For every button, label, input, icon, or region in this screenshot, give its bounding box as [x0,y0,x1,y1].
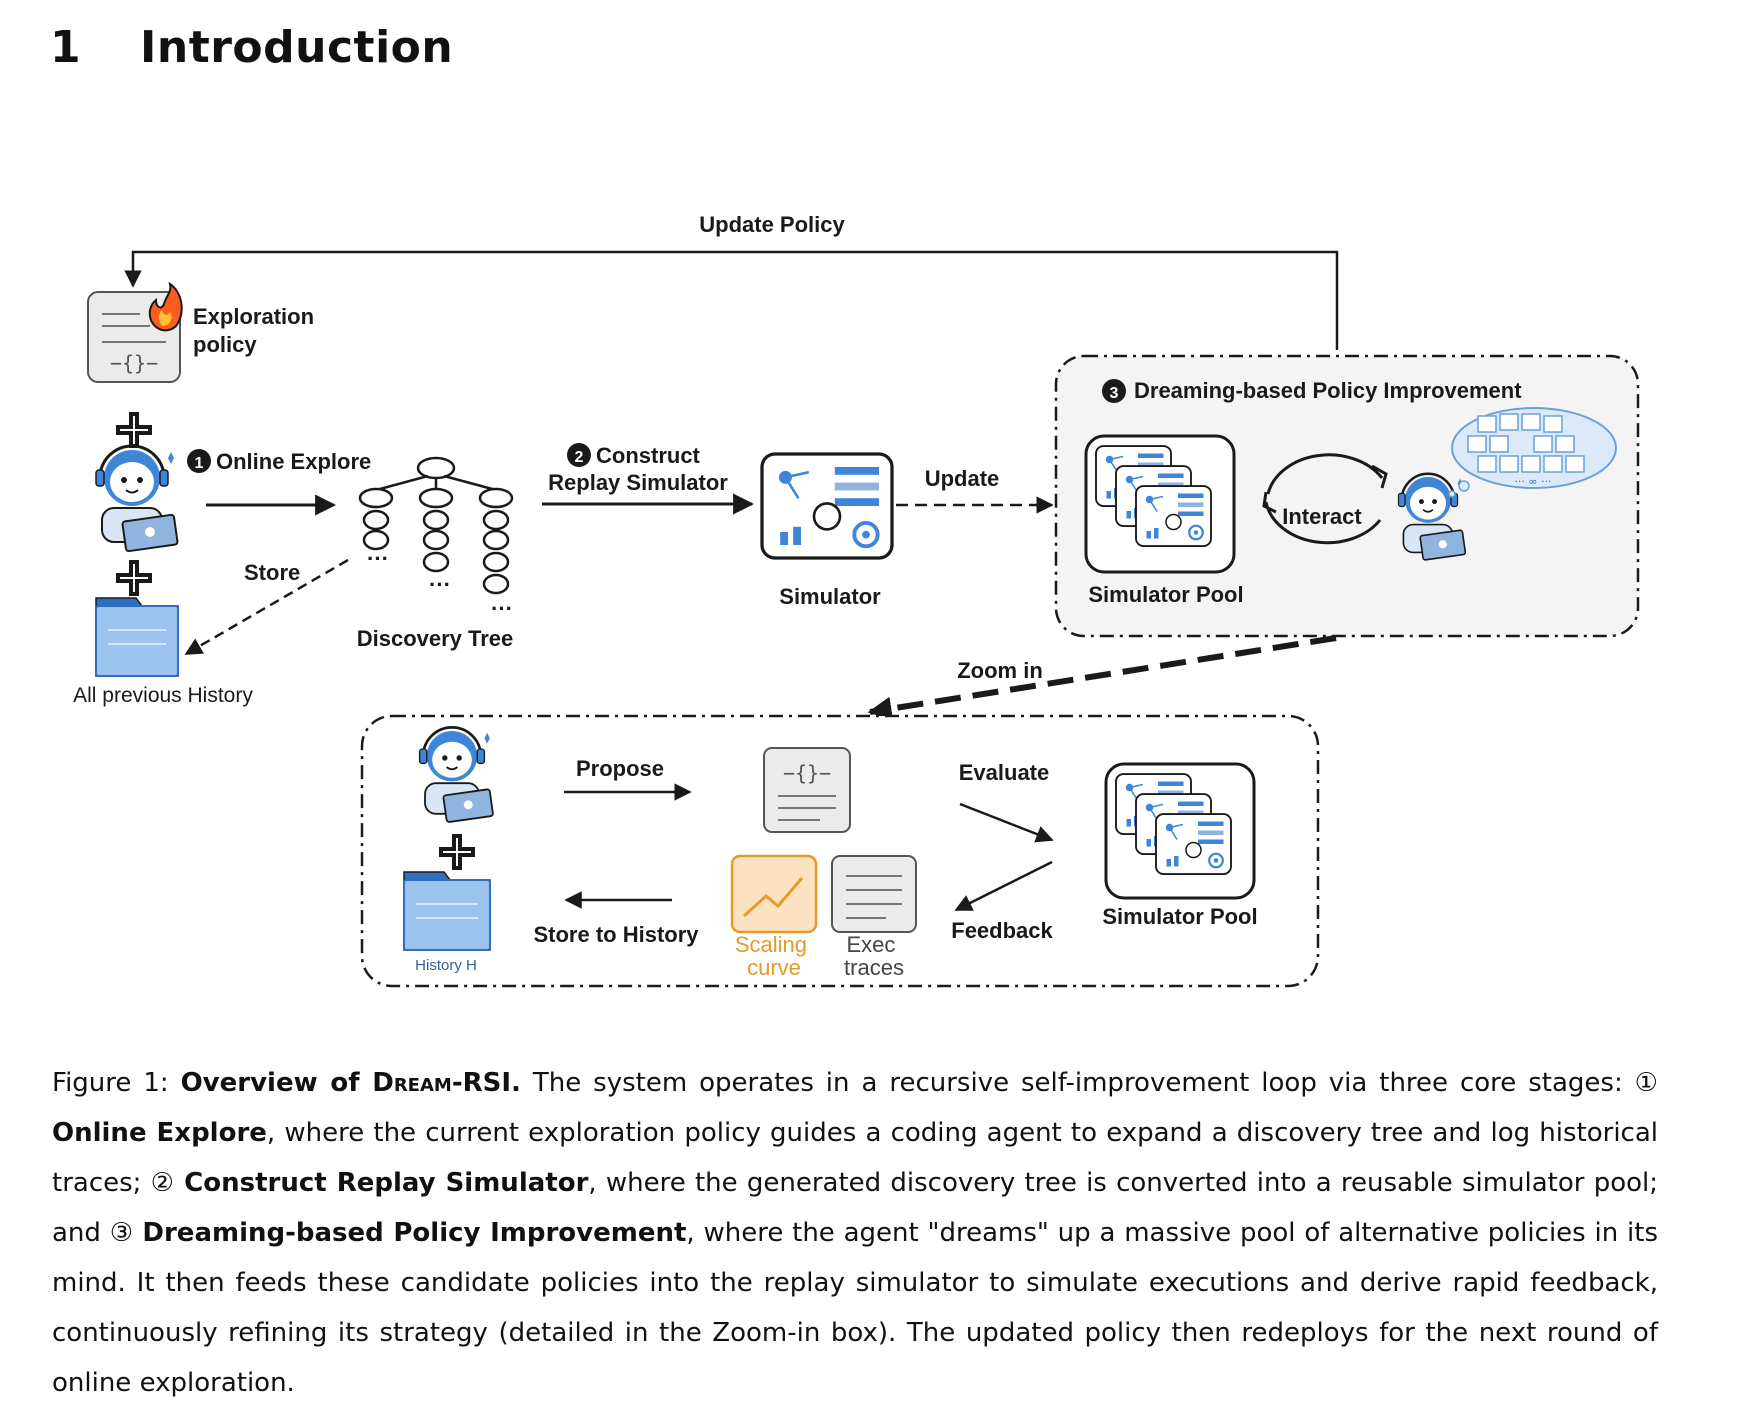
fire-icon [148,281,183,332]
step-2-badge [567,443,591,467]
zoom-in-arrow [867,635,1337,721]
plus-icon [439,834,475,870]
section-heading: 1 Introduction [50,22,453,73]
candidate-policy-icon: −{}− [763,747,851,833]
figure-1: Update Policy −{}− Exploration policy Al… [73,212,1640,988]
step-1-number: 1 [195,455,204,472]
store-label: Store [244,560,300,585]
discovery-tree-icon [358,456,514,595]
step-3-number: 3 [1110,385,1119,402]
store-to-history-label: Store to History [533,922,699,947]
feedback-label: Feedback [951,918,1053,943]
scaling-curve-icon [730,854,818,934]
simulator-label: Simulator [779,584,881,609]
simulator-pool-2-label: Simulator Pool [1102,904,1257,929]
scaling-curve-label: Scaling curve [735,932,813,980]
svg-text:−{}−: −{}− [783,761,831,785]
section-title: Introduction [140,22,454,73]
figure-caption: Figure 1: Overview of Dream-RSI. The sys… [52,1068,1659,1398]
interact-label: Interact [1282,504,1362,529]
step-1-label: Online Explore [216,449,371,474]
zoom-in-label: Zoom in [957,658,1043,683]
step-1-badge [187,449,211,473]
step-2-line1: Construct [596,443,701,468]
step-3-label: Dreaming-based Policy Improvement [1134,378,1522,403]
exploration-policy-label: Exploration policy [193,304,320,357]
simulator-pool-icon [1084,434,1236,574]
exec-traces-icon [831,855,917,933]
thought-cloud-icon: ··· ∞ ··· [1448,407,1617,498]
tree-ellipsis: ··· [491,596,513,621]
step-2-line2: Replay Simulator [548,470,728,495]
plus-icon [116,412,152,448]
simulator-icon [760,452,894,560]
svg-text:··· ∞ ···: ··· ∞ ··· [1514,475,1551,488]
tree-ellipsis: ··· [429,572,451,597]
feedback-arrow [954,860,1053,912]
propose-label: Propose [576,756,664,781]
exec-traces-label: Exec traces [844,932,904,980]
section-number: 1 [50,22,82,73]
tree-ellipsis: ··· [367,546,389,571]
interact-cycle-icon [1262,453,1388,545]
simulator-pool-2-icon [1104,762,1256,900]
zoom-in-panel [360,714,1320,988]
discovery-tree-label: Discovery Tree [357,626,514,651]
history-label: All previous History [73,684,253,707]
update-label: Update [925,466,1000,491]
history-h-folder-icon [403,871,491,951]
update-policy-label: Update Policy [699,212,845,237]
simulator-pool-label: Simulator Pool [1088,582,1243,607]
step-2-number: 2 [575,449,584,466]
evaluate-arrow [959,802,1054,843]
plus-icon [116,560,152,596]
history-h-label: History H [415,957,477,974]
history-folder-icon [95,597,179,677]
agent-robot-icon [94,444,180,553]
svg-text:−{}−: −{}− [110,351,158,375]
step-3-badge [1102,379,1126,403]
update-policy-arrow [124,250,1339,350]
evaluate-label: Evaluate [959,760,1050,785]
